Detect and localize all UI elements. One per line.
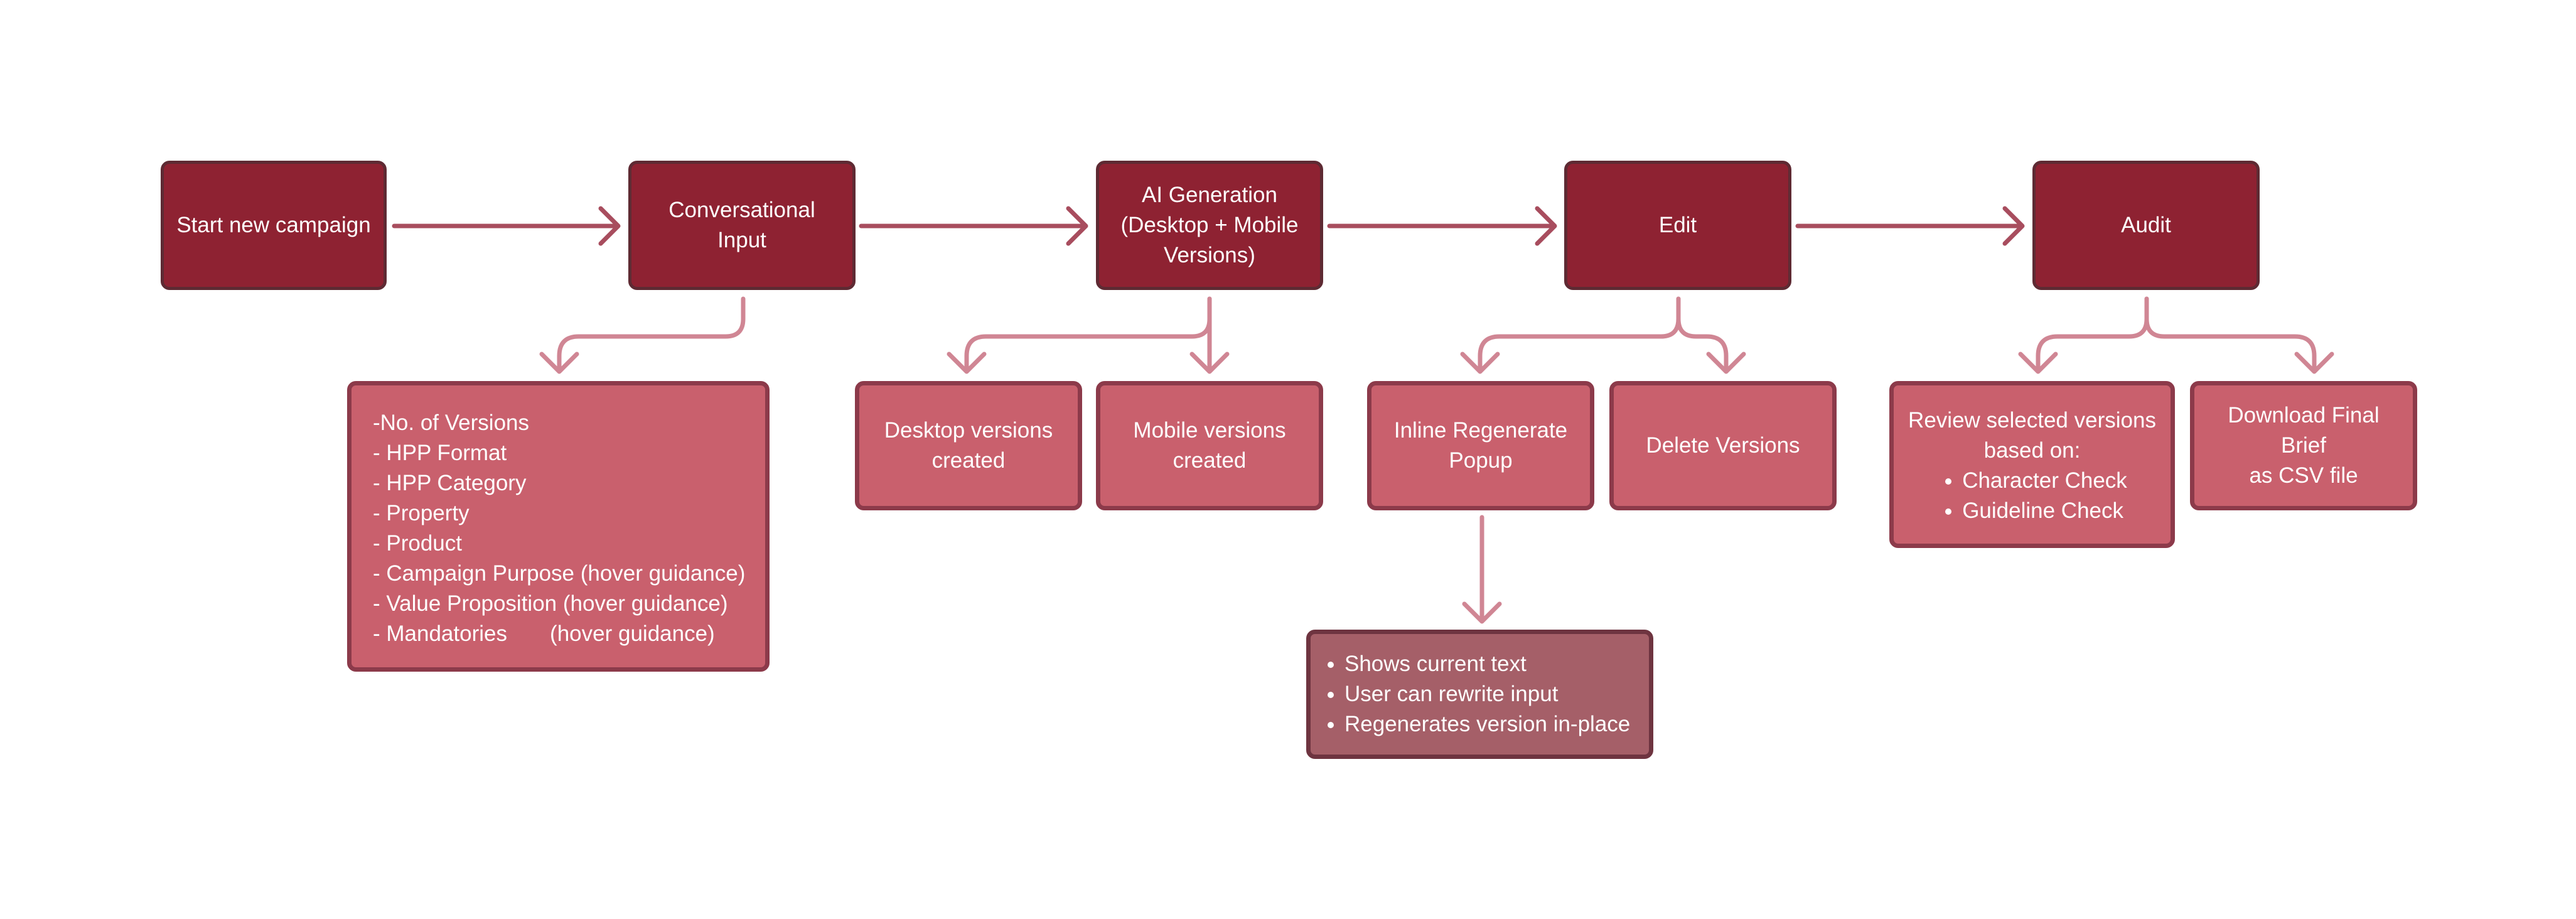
node-input-fields: -No. of Versions - HPP Format - HPP Cate… [347, 381, 770, 672]
arrow-ai-to-edit [1327, 206, 1557, 246]
node-desktop-versions-label: Desktop versions created [884, 418, 1053, 473]
arrow-edit-to-delete [1676, 296, 1746, 374]
node-edit: Edit [1564, 161, 1791, 290]
arrow-audit-to-download [2144, 296, 2334, 374]
arrow-conversational-to-ai [859, 206, 1088, 246]
node-download-brief-label: Download Final Brief as CSV file [2228, 403, 2380, 488]
node-review-versions: Review selected versions based on: Chara… [1889, 381, 2175, 548]
arrow-start-to-conversational [392, 206, 621, 246]
review-heading: Review selected versions based on: [1908, 408, 2156, 463]
arrow-ai-to-desktop [947, 296, 1212, 374]
arrow-edit-to-audit [1795, 206, 2025, 246]
input-field-line: - Product [373, 531, 462, 556]
input-field-line: - Property [373, 501, 470, 525]
input-field-line: - Mandatories (hover guidance) [373, 621, 715, 646]
regenerate-detail-item: Regenerates version in-place [1344, 709, 1630, 739]
regenerate-detail-item: Shows current text [1344, 649, 1630, 679]
node-inline-regenerate-label: Inline Regenerate Popup [1393, 418, 1568, 473]
review-check-list: Character Check Guideline Check [1937, 466, 2127, 526]
regenerate-detail-item: User can rewrite input [1344, 679, 1630, 709]
node-conversational-input: Conversational Input [628, 161, 856, 290]
node-mobile-versions-label: Mobile versions created [1133, 418, 1286, 473]
arrow-audit-to-review [2018, 296, 2149, 374]
arrow-conversational-to-fields [539, 296, 746, 374]
input-field-line: -No. of Versions [373, 411, 529, 435]
node-inline-regenerate: Inline Regenerate Popup [1367, 381, 1594, 510]
review-check-item: Character Check [1962, 466, 2127, 496]
arrow-regenerate-to-details [1462, 515, 1502, 624]
regenerate-detail-list: Shows current text User can rewrite inpu… [1322, 649, 1630, 739]
input-field-line: - Value Proposition (hover guidance) [373, 591, 728, 616]
arrow-edit-to-regenerate [1460, 296, 1681, 374]
node-start-campaign: Start new campaign [161, 161, 387, 290]
node-download-brief: Download Final Brief as CSV file [2190, 381, 2417, 510]
node-ai-generation: AI Generation (Desktop + Mobile Versions… [1096, 161, 1323, 290]
input-field-line: - Campaign Purpose (hover guidance) [373, 561, 746, 586]
node-ai-generation-label: AI Generation (Desktop + Mobile Versions… [1120, 183, 1299, 267]
node-edit-label: Edit [1658, 213, 1697, 237]
node-delete-versions: Delete Versions [1609, 381, 1837, 510]
main-arrows [392, 206, 2025, 246]
arrow-ai-to-mobile [1189, 296, 1230, 374]
input-field-line: - HPP Category [373, 471, 527, 495]
review-check-item: Guideline Check [1962, 496, 2127, 526]
node-start-campaign-label: Start new campaign [176, 213, 371, 237]
node-audit-label: Audit [2121, 213, 2171, 237]
branch-arrows [539, 296, 2334, 624]
node-mobile-versions: Mobile versions created [1096, 381, 1323, 510]
node-desktop-versions: Desktop versions created [855, 381, 1082, 510]
node-regenerate-details: Shows current text User can rewrite inpu… [1306, 630, 1653, 759]
node-audit: Audit [2032, 161, 2260, 290]
node-delete-versions-label: Delete Versions [1646, 433, 1800, 458]
node-conversational-input-label: Conversational Input [668, 198, 815, 252]
input-field-line: - HPP Format [373, 441, 507, 465]
